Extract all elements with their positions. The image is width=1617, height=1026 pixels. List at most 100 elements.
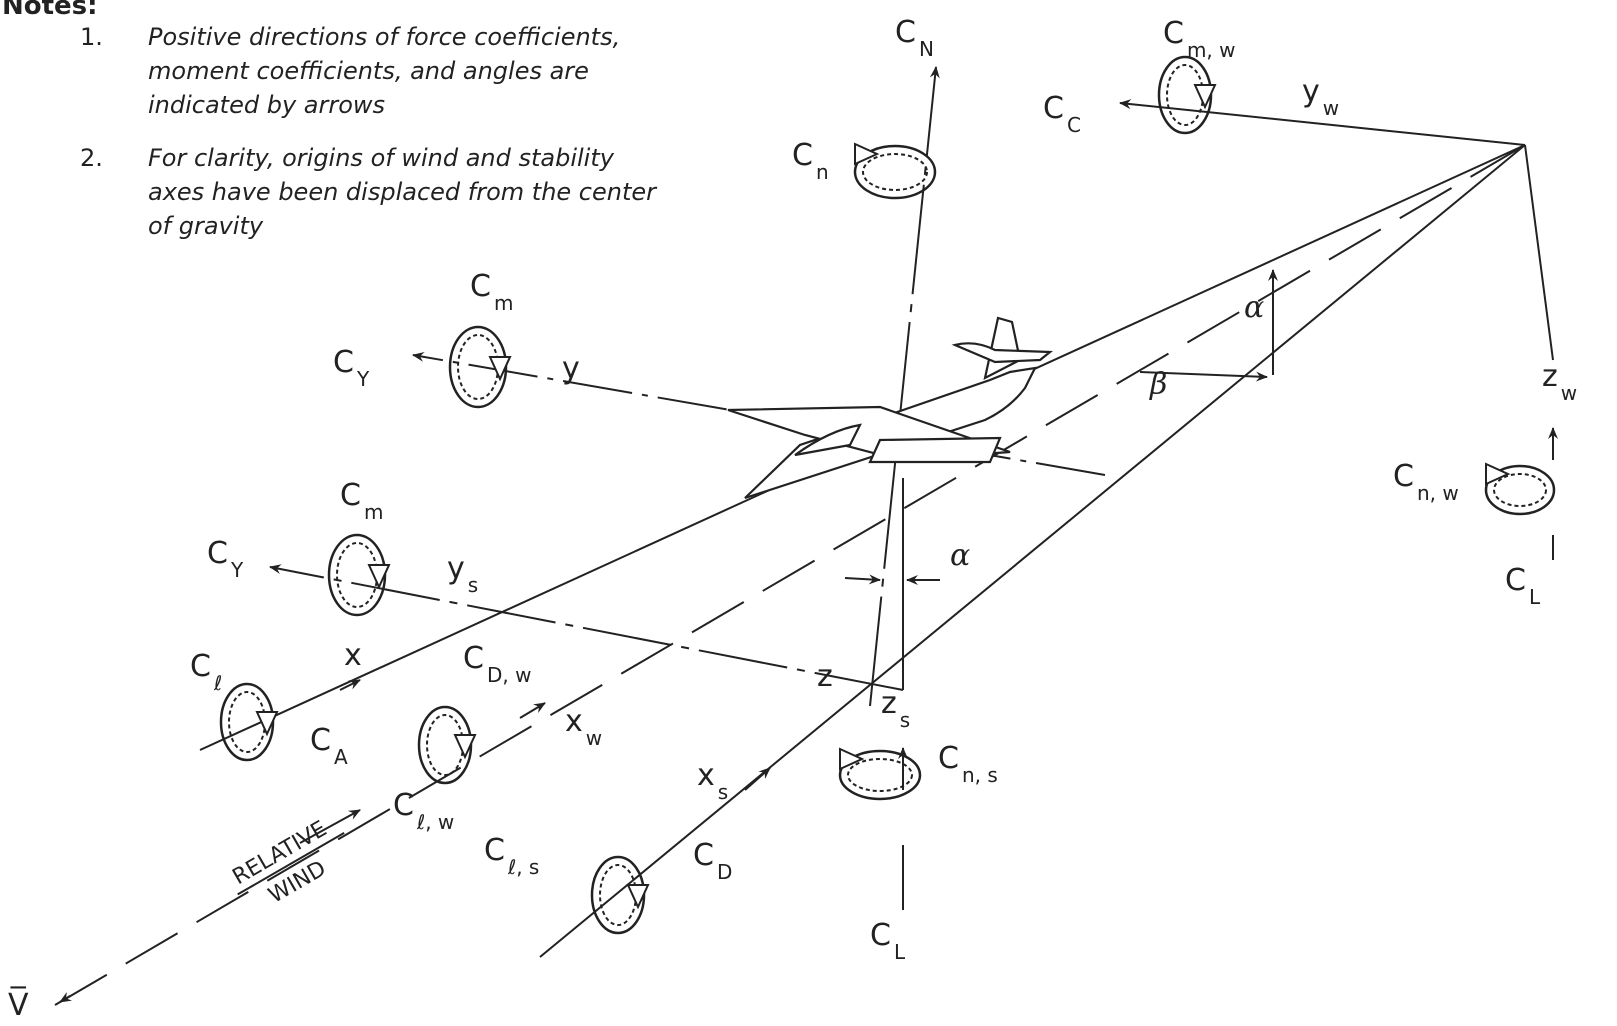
label-Cmw-main: C xyxy=(1163,16,1184,51)
label-CL_bottom-subscript: L xyxy=(894,940,906,964)
cnw-moment-inner-ring xyxy=(1493,473,1547,507)
label-CY_top-main: C xyxy=(333,345,354,380)
label-Cmw-subscript: m, w xyxy=(1187,38,1236,62)
cm-top-moment-icon xyxy=(448,325,512,409)
note-2-number: 2. xyxy=(80,144,103,172)
label-Cm_top-subscript: m xyxy=(494,291,513,315)
cls-moment-arrowhead xyxy=(626,884,650,910)
label-Cns-subscript: n, s xyxy=(962,763,998,787)
cl-moment-icon xyxy=(219,682,279,762)
note-1-number: 1. xyxy=(80,23,103,51)
label-Cn-subscript: n xyxy=(816,160,829,184)
label-alpha_center-main: α xyxy=(950,538,970,573)
notes-heading: Notes: xyxy=(2,0,98,21)
label-beta: β xyxy=(1149,367,1167,402)
wind-z-axis xyxy=(1524,144,1554,361)
label-CD-subscript: D xyxy=(717,860,732,884)
cm-mid-moment-icon xyxy=(327,533,391,617)
relative-wind-divider xyxy=(237,832,345,896)
label-beta-main: β xyxy=(1149,367,1167,402)
label-Vbar-main: V̅ xyxy=(8,986,29,1021)
beta-arrow xyxy=(1139,371,1268,382)
clw-moment-icon xyxy=(417,705,477,785)
label-CY_mid-subscript: Y xyxy=(230,558,244,582)
label-Clw-main: C xyxy=(393,788,414,823)
axial-arrow xyxy=(339,679,361,691)
label-zs-subscript: s xyxy=(900,708,910,732)
note-2-line-1: For clarity, origins of wind and stabili… xyxy=(148,144,615,172)
label-zw-subscript: w xyxy=(1561,381,1577,405)
label-Cls-subscript: ℓ, s xyxy=(507,855,539,879)
cnw-moment-arrowhead xyxy=(1485,462,1511,486)
note-2-line-3: of gravity xyxy=(148,212,264,240)
label-CY_top-subscript: Y xyxy=(356,367,370,391)
label-x: x xyxy=(344,638,362,673)
cls-moment-icon xyxy=(590,855,650,935)
vbar-arrow xyxy=(59,992,73,1003)
label-Cnw-main: C xyxy=(1393,459,1414,494)
label-Cl-subscript: ℓ xyxy=(213,671,222,695)
clw-moment-inner-ring xyxy=(426,714,464,776)
label-CA-subscript: A xyxy=(334,745,348,769)
stability-y-axis xyxy=(269,564,904,691)
cm-mid-moment-inner-ring xyxy=(336,542,378,608)
label-CL_bottom-main: C xyxy=(870,918,891,953)
cns-moment-inner-ring xyxy=(847,758,913,792)
label-xw-main: x xyxy=(565,704,583,739)
label-y-main: y xyxy=(562,351,580,386)
label-y: y xyxy=(562,351,580,386)
cnw-moment-outer-ring xyxy=(1484,464,1556,516)
label-xs-main: x xyxy=(697,758,715,793)
label-zw-main: z xyxy=(1542,359,1558,394)
label-Cl-main: C xyxy=(190,649,211,684)
aircraft-horizontal-tail xyxy=(951,342,1054,364)
note-1-line-1: Positive directions of force coefficient… xyxy=(148,23,620,51)
aircraft xyxy=(727,316,1054,500)
label-CDw-main: C xyxy=(463,641,484,676)
label-ys-subscript: s xyxy=(468,573,478,597)
label-z: z xyxy=(817,659,833,694)
label-x-main: x xyxy=(344,638,362,673)
label-z-main: z xyxy=(817,659,833,694)
label-xs-subscript: s xyxy=(718,780,728,804)
label-zs-main: z xyxy=(881,686,897,721)
label-xw-subscript: w xyxy=(586,726,602,750)
label-CY_mid-main: C xyxy=(207,536,228,571)
label-Cls-main: C xyxy=(484,833,505,868)
aircraft-vertical-tail xyxy=(983,316,1022,381)
alpha-center-arrow-left xyxy=(844,574,881,585)
label-ys-main: y xyxy=(447,551,465,586)
note-2-line-2: axes have been displaced from the center xyxy=(148,178,658,206)
cm-top-moment-arrowhead xyxy=(488,356,512,382)
normal-axis xyxy=(869,66,940,707)
label-CL_right-subscript: L xyxy=(1529,585,1541,609)
label-CC-subscript: C xyxy=(1067,113,1081,137)
label-alpha_center: α xyxy=(950,538,970,573)
cmw-moment-icon xyxy=(1157,55,1217,135)
label-Cm_mid-subscript: m xyxy=(364,500,383,524)
label-CL_right-main: C xyxy=(1505,563,1526,598)
label-CN-subscript: N xyxy=(919,37,934,61)
label-CD-main: C xyxy=(693,838,714,873)
notes-block: Notes: 1. Positive directions of force c… xyxy=(2,0,658,240)
aircraft-wing-right xyxy=(868,436,1002,464)
cl-moment-arrowhead xyxy=(255,711,279,737)
